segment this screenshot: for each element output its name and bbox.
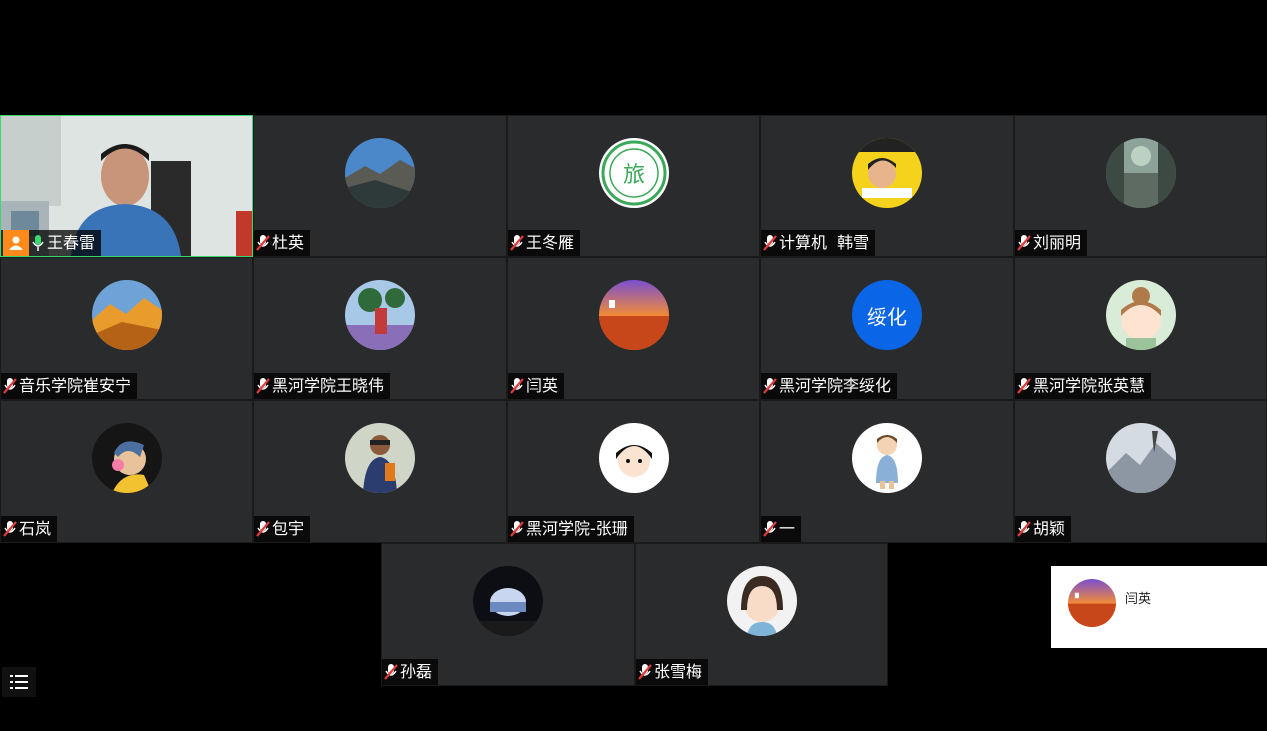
participant-name: 杜英 <box>272 233 305 252</box>
avatar <box>345 423 415 493</box>
participant-name: 王冬雁 <box>526 233 575 252</box>
mic-muted-icon <box>384 663 398 681</box>
participant-tile[interactable]: 刘丽明 <box>1014 115 1267 257</box>
participant-tile[interactable]: 一 <box>760 400 1014 543</box>
mic-muted-icon <box>256 520 270 538</box>
avatar <box>91 280 162 350</box>
mic-muted-icon <box>256 377 270 395</box>
active-speaker-popup[interactable]: 闫英 <box>1051 566 1267 648</box>
participant-tile[interactable]: 黑河学院-张珊 <box>507 400 760 543</box>
participant-tile[interactable]: 黑河学院王晓伟 <box>253 257 507 400</box>
participant-name: 张雪梅 <box>654 662 703 681</box>
participant-tile[interactable]: 包宇 <box>253 400 507 543</box>
participant-name-tag: 石岚 <box>1 516 58 542</box>
participant-name-tag: 音乐学院崔安宁 <box>1 373 138 399</box>
participant-name-tag: 胡颖 <box>1015 516 1072 542</box>
mic-muted-icon <box>638 663 652 681</box>
mic-muted-icon <box>763 234 777 252</box>
participant-name: 刘丽明 <box>1033 233 1082 252</box>
mic-muted-icon <box>510 520 524 538</box>
participant-name: 一 <box>779 519 796 538</box>
svg-text:旅: 旅 <box>622 163 644 188</box>
mic-muted-icon <box>3 377 17 395</box>
participant-tile[interactable]: 计算机 韩雪 <box>760 115 1014 257</box>
participant-tile[interactable]: 旅 王冬雁 <box>507 115 760 257</box>
avatar <box>852 138 922 208</box>
avatar <box>1105 280 1176 350</box>
participant-name-tag: 王春雷 <box>1 230 102 256</box>
mic-muted-icon <box>1017 234 1031 252</box>
popup-name: 闫英 <box>1125 592 1152 607</box>
mic-muted-icon <box>1017 377 1031 395</box>
participant-list-button[interactable] <box>2 667 36 697</box>
participant-name: 胡颖 <box>1033 519 1066 538</box>
participant-name-tag: 刘丽明 <box>1015 230 1088 256</box>
participant-name-tag: 计算机 韩雪 <box>761 230 876 256</box>
participant-tile[interactable]: 杜英 <box>253 115 507 257</box>
avatar <box>473 566 543 636</box>
mic-muted-icon <box>1017 520 1031 538</box>
participant-name: 音乐学院崔安宁 <box>19 376 132 395</box>
participant-name-tag: 黑河学院王晓伟 <box>254 373 391 399</box>
participant-tile[interactable]: 胡颖 <box>1014 400 1267 543</box>
mic-muted-icon <box>763 377 777 395</box>
avatar <box>598 280 669 350</box>
avatar-text: 绥化 <box>867 304 907 329</box>
participant-name-tag: 张雪梅 <box>636 659 709 685</box>
participant-name: 黑河学院王晓伟 <box>272 376 385 395</box>
participant-name: 计算机 韩雪 <box>779 233 870 252</box>
participant-name: 孙磊 <box>400 662 433 681</box>
avatar <box>852 423 922 493</box>
participant-tile[interactable]: 闫英 <box>507 257 760 400</box>
avatar <box>91 423 162 493</box>
mic-muted-icon <box>763 520 777 538</box>
participant-name-tag: 黑河学院张英慧 <box>1015 373 1152 399</box>
participant-tile[interactable]: 孙磊 <box>381 543 635 686</box>
participant-name-tag: 一 <box>761 516 802 542</box>
avatar <box>1105 423 1176 493</box>
list-icon <box>10 675 28 689</box>
avatar <box>345 280 415 350</box>
participant-name: 王春雷 <box>47 233 96 252</box>
host-person-icon <box>3 230 29 256</box>
participant-name-tag: 黑河学院-张珊 <box>508 516 634 542</box>
participant-tile[interactable]: 石岚 <box>0 400 253 543</box>
participant-name: 黑河学院张英慧 <box>1033 376 1146 395</box>
participant-tile[interactable]: 音乐学院崔安宁 <box>0 257 253 400</box>
participant-name-tag: 杜英 <box>254 230 311 256</box>
avatar: 绥化 <box>852 280 922 350</box>
participant-name-tag: 黑河学院李绥化 <box>761 373 898 399</box>
mic-muted-icon <box>3 520 17 538</box>
avatar <box>726 566 797 636</box>
avatar <box>1105 138 1176 208</box>
participant-tile-host[interactable]: 王春雷 <box>0 115 253 257</box>
avatar <box>345 138 415 208</box>
participant-tile[interactable]: 绥化 黑河学院李绥化 <box>760 257 1014 400</box>
participant-name-tag: 闫英 <box>508 373 565 399</box>
participant-name-tag: 王冬雁 <box>508 230 581 256</box>
avatar <box>598 423 669 493</box>
mic-active-icon <box>31 234 45 252</box>
participant-tile[interactable]: 黑河学院张英慧 <box>1014 257 1267 400</box>
participant-name-tag: 包宇 <box>254 516 311 542</box>
participant-name: 黑河学院-张珊 <box>526 519 628 538</box>
participant-name: 包宇 <box>272 519 305 538</box>
participant-name: 闫英 <box>526 376 559 395</box>
participant-tile[interactable]: 张雪梅 <box>635 543 888 686</box>
mic-muted-icon <box>510 377 524 395</box>
participant-name: 石岚 <box>19 519 52 538</box>
mic-muted-icon <box>256 234 270 252</box>
participant-name: 黑河学院李绥化 <box>779 376 892 395</box>
popup-avatar <box>1068 579 1116 627</box>
participant-name-tag: 孙磊 <box>382 659 439 685</box>
avatar: 旅 <box>598 138 669 208</box>
mic-muted-icon <box>510 234 524 252</box>
